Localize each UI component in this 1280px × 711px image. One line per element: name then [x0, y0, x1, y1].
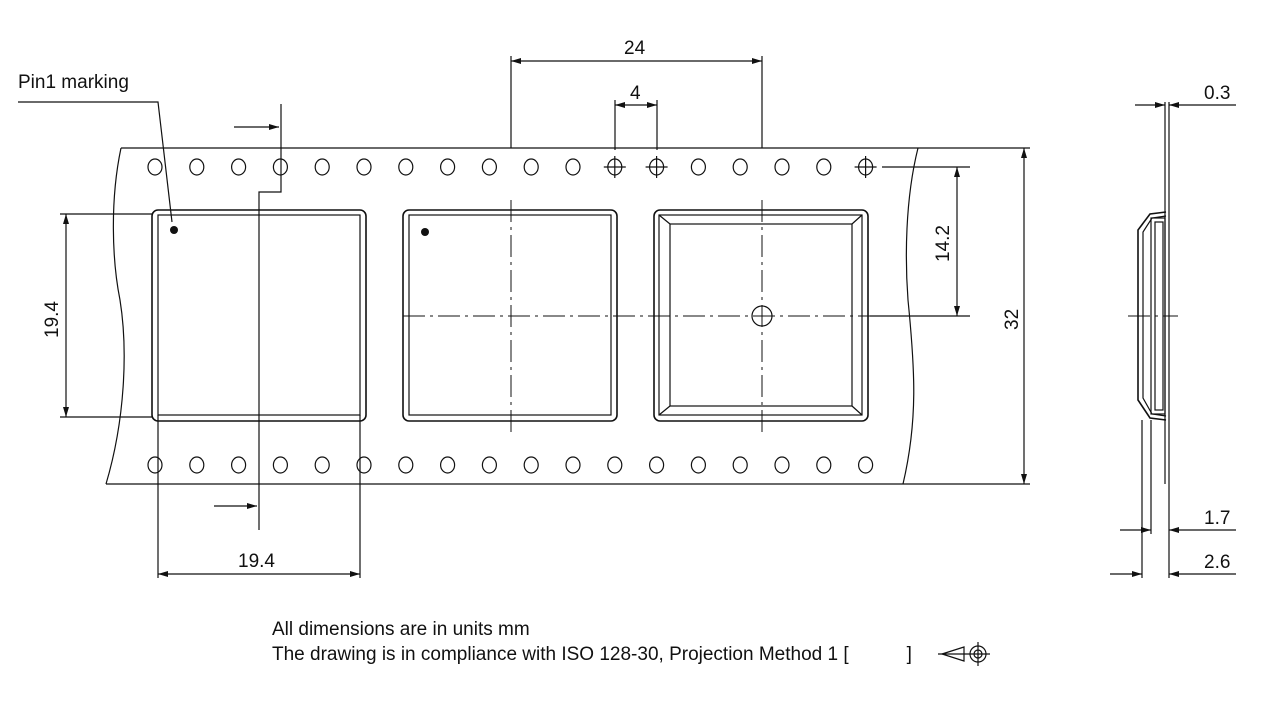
tape-width-label: 32 [1002, 308, 1023, 330]
pocket-width-label: 19.4 [238, 551, 275, 572]
pocket-inner-depth-label: 1.7 [1204, 508, 1231, 529]
dim-pocket-height [60, 213, 152, 418]
section-cut-line [214, 104, 282, 530]
units-note: All dimensions are in units mm [272, 619, 530, 640]
dim-tape-width [903, 147, 1030, 485]
hole-pitch-label: 4 [630, 83, 641, 104]
pocket-total-depth-label: 2.6 [1204, 552, 1231, 573]
cover-thickness-label: 0.3 [1204, 83, 1231, 104]
hole-to-center-label: 14.2 [933, 225, 954, 262]
dim-hole-to-center [870, 166, 970, 317]
dim-pitch [510, 56, 763, 148]
dim-pocket-width [157, 415, 361, 578]
iso-note: The drawing is in compliance with ISO 12… [272, 644, 912, 666]
pocket-height-label: 19.4 [42, 301, 63, 338]
sprocket-holes-top [147, 156, 877, 178]
pin1-leader [18, 101, 173, 223]
pin1-label: Pin1 marking [18, 72, 129, 93]
center-lines [258, 192, 908, 530]
projection-method-icon [938, 642, 990, 666]
pitch-label: 24 [624, 38, 646, 59]
iso-note-end: ] [906, 644, 912, 665]
iso-note-text: The drawing is in compliance with ISO 12… [272, 644, 849, 665]
tape-outline [105, 147, 919, 485]
dim-hole-pitch [614, 100, 658, 150]
side-view [1110, 102, 1236, 578]
sprocket-holes-bottom [147, 456, 874, 474]
